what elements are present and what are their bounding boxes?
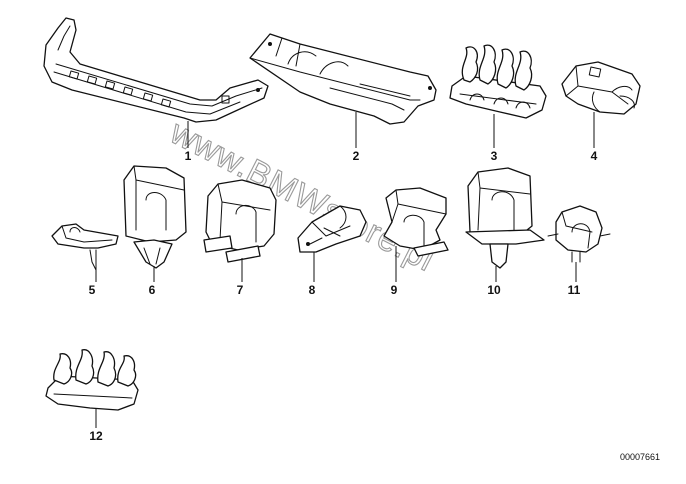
part-9-wrap-clip (383, 187, 449, 257)
part-number-9: 9 (391, 283, 398, 297)
part-number-6: 6 (149, 283, 156, 297)
part-1-bracket (43, 17, 269, 123)
part-number-11: 11 (568, 283, 581, 297)
part-number-5: 5 (89, 283, 96, 297)
part-5-small-clip (51, 223, 119, 271)
part-3-multi-clip (449, 44, 547, 119)
part-7-bracket-clip (203, 179, 277, 263)
part-number-2: 2 (353, 149, 360, 163)
part-number-10: 10 (487, 283, 501, 297)
catalog-code: 00007661 (620, 452, 660, 462)
part-number-labels: 1 2 3 4 5 6 7 8 9 10 11 12 (89, 149, 598, 443)
part-8-hose-clip (297, 205, 367, 253)
part-4-clip (561, 61, 641, 115)
part-number-4: 4 (591, 149, 598, 163)
part-number-7: 7 (237, 283, 244, 297)
part-12-multi-clip (45, 349, 139, 411)
part-number-1: 1 (185, 149, 192, 163)
part-number-8: 8 (309, 283, 316, 297)
part-6-upright-clip (123, 165, 187, 269)
part-11-spring-clip (547, 205, 611, 263)
part-10-tall-clip (465, 167, 545, 269)
part-number-3: 3 (491, 149, 498, 163)
leader-lines (95, 112, 595, 428)
part-2-channel (249, 33, 437, 125)
part-number-12: 12 (89, 429, 103, 443)
